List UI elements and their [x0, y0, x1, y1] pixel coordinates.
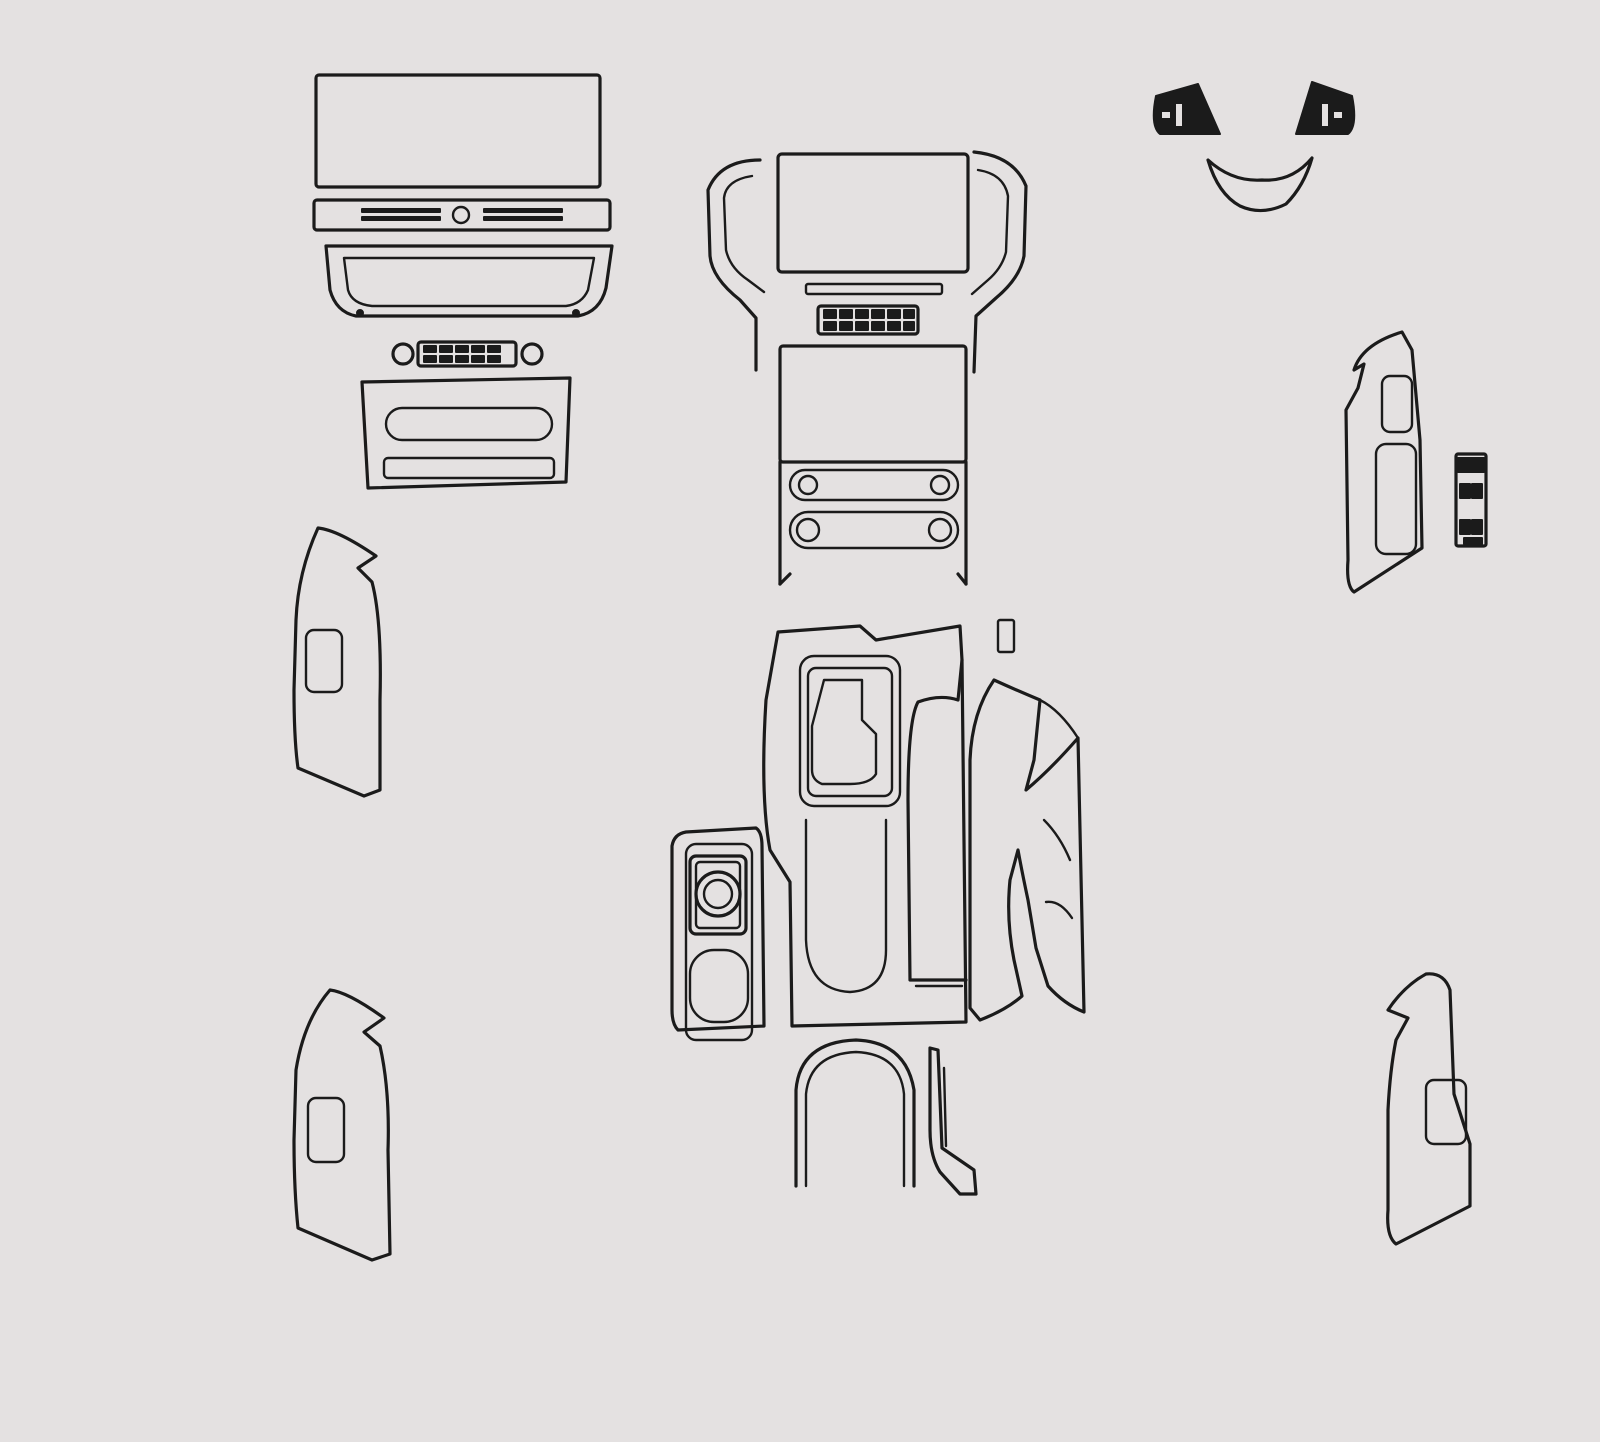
console-side-trims [968, 678, 1086, 1022]
dash-vent-strip [312, 198, 612, 232]
climate-button-strip [391, 340, 544, 368]
dash-lower-frame [324, 244, 614, 318]
window-switch-bank [1454, 452, 1488, 548]
console-rear-arch [794, 1038, 978, 1196]
dash-screen-bezel [314, 73, 602, 189]
door-switch-panel-rear-right [1386, 972, 1472, 1246]
door-switch-panel-front-right [1344, 330, 1424, 594]
door-switch-panel-front-left [292, 526, 382, 798]
steering-wheel-trims [1152, 81, 1356, 213]
center-console-shifter-panel [762, 618, 1016, 1028]
console-cupholder-panel [670, 826, 766, 1042]
center-stack-surround [706, 150, 1028, 586]
door-switch-panel-rear-left [292, 988, 392, 1262]
climate-control-panel [360, 376, 572, 490]
